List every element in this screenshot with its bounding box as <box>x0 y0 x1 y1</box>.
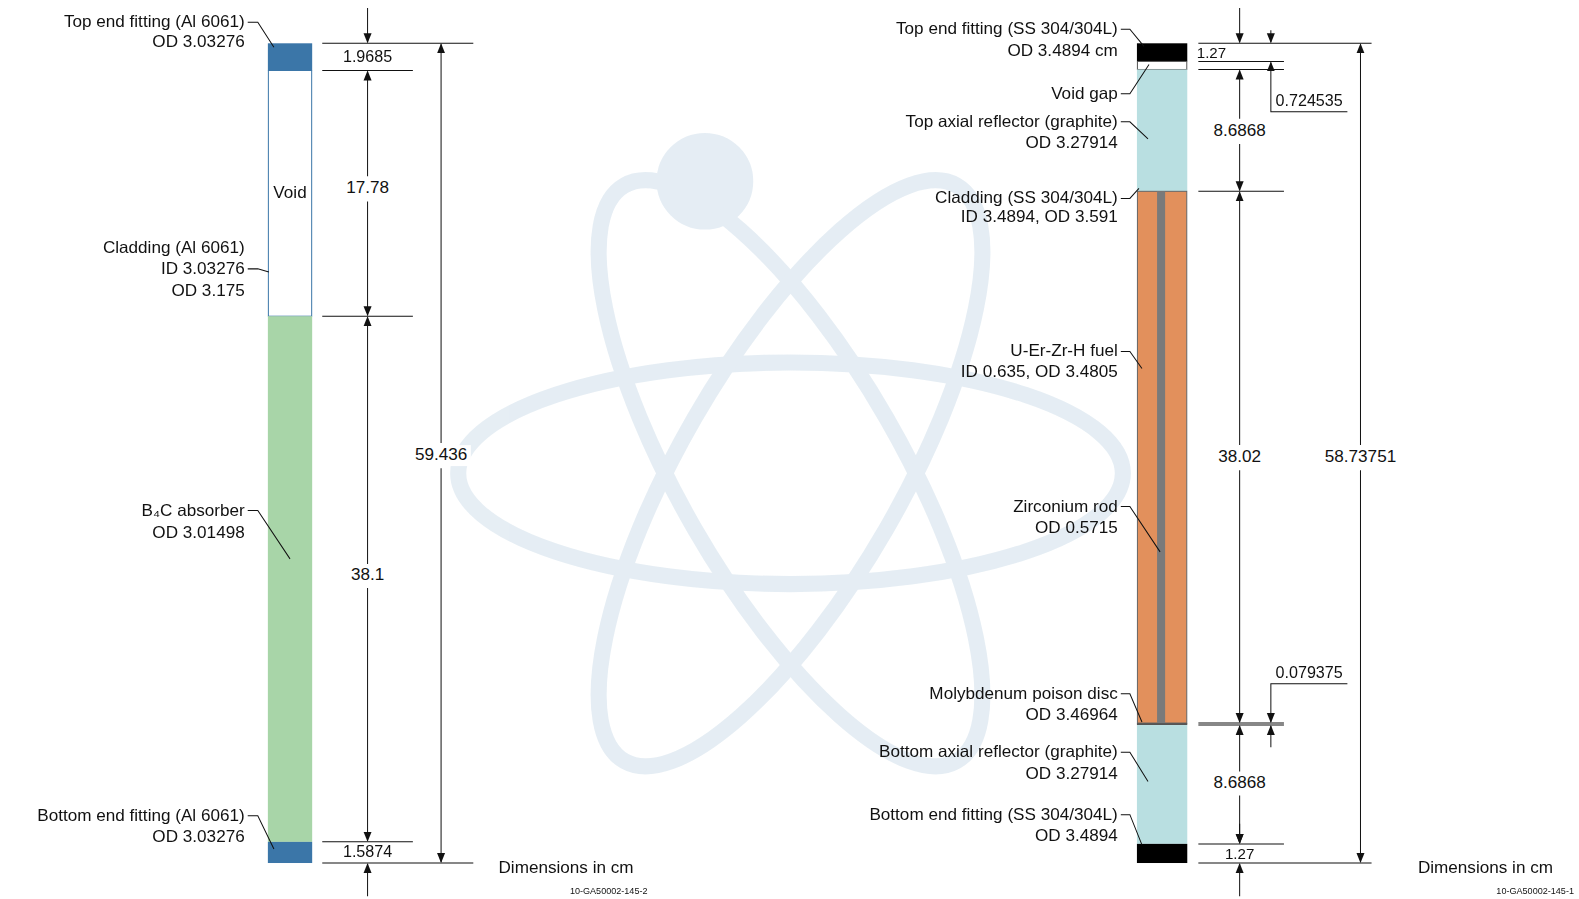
dimension-label: OD 3.4894 cm <box>1007 42 1117 61</box>
dimension-label: Top end fitting (SS 304/304L) <box>896 20 1118 39</box>
dimension-label: 1.9685 <box>343 49 392 65</box>
dimension-label: 1.27 <box>1197 45 1226 60</box>
dimension-label: ID 0.635, OD 3.4805 <box>961 362 1118 381</box>
watermark-logo <box>458 130 1123 816</box>
dimension-label: Zirconium rod <box>1013 497 1118 516</box>
dimension-label: Cladding (SS 304/304L) <box>935 189 1118 208</box>
dimension-label: Top end fitting (Al 6061) <box>64 13 245 32</box>
dimension-label: Dimensions in cm <box>1418 859 1553 878</box>
dimension-label: OD 0.5715 <box>1035 518 1118 537</box>
dimension-label: U-Er-Zr-H fuel <box>1010 342 1117 361</box>
dimension-label: 0.724535 <box>1276 93 1343 109</box>
dimension-label: 38.02 <box>1215 447 1264 468</box>
void-region: Void <box>269 71 311 315</box>
dimension-label: OD 3.175 <box>171 282 244 301</box>
dimension-label: 8.6868 <box>1210 120 1268 141</box>
dimension-label: OD 3.46964 <box>1025 706 1117 725</box>
dimension-label: Cladding (Al 6061) <box>103 238 245 257</box>
control-rod <box>268 43 312 863</box>
dimension-label: 1.5874 <box>343 844 392 860</box>
dimension-label: 38.1 <box>348 565 387 586</box>
dimension-label: OD 3.01498 <box>152 523 244 542</box>
dimension-label: ID 3.03276 <box>161 259 245 278</box>
dimension-label: OD 3.27914 <box>1025 765 1117 784</box>
dimension-label: Dimensions in cm <box>498 859 633 878</box>
dimension-label: Void gap <box>1051 84 1118 103</box>
dimension-label: 0.079375 <box>1276 665 1343 681</box>
fuel-rod <box>1137 43 1187 863</box>
dimension-label: 17.78 <box>343 178 392 199</box>
dimension-label: Bottom axial reflector (graphite) <box>879 743 1118 762</box>
dimension-label: OD 3.4894 <box>1035 826 1118 845</box>
region-label: Void <box>273 183 306 203</box>
dimension-label: 10-GA50002-145-2 <box>570 887 648 897</box>
dimension-lines <box>248 8 1372 896</box>
dimension-label: Bottom end fitting (Al 6061) <box>37 806 244 825</box>
dimension-label: Top axial reflector (graphite) <box>906 112 1118 131</box>
dimension-label: OD 3.03276 <box>152 827 244 846</box>
dimension-label: 58.73751 <box>1322 447 1399 468</box>
dimension-label: Bottom end fitting (SS 304/304L) <box>869 805 1117 824</box>
dimension-label: ID 3.4894, OD 3.591 <box>961 207 1118 226</box>
dimension-label: 8.6868 <box>1210 773 1268 794</box>
dimension-label: 59.436 <box>412 445 470 466</box>
dimension-label: Molybdenum poison disc <box>929 684 1117 703</box>
dimension-label: B₄C absorber <box>142 501 245 520</box>
dimension-label: 10-GA50002-145-1 <box>1496 887 1574 897</box>
dimension-label: 1.27 <box>1225 845 1254 860</box>
dimension-label: OD 3.03276 <box>152 33 244 52</box>
dimension-label: OD 3.27914 <box>1025 134 1117 153</box>
